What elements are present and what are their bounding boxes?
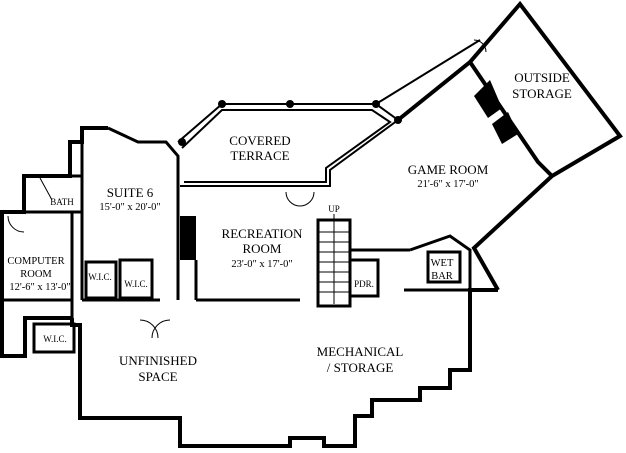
door-swings xyxy=(7,39,487,339)
room-labels: OUTSIDE STORAGE COVERED TERRACE GAME ROO… xyxy=(7,70,572,384)
outside-storage-label-2: STORAGE xyxy=(512,86,572,101)
recreation-room-label-2: ROOM xyxy=(242,241,281,256)
terrace-posts xyxy=(178,100,402,146)
wet-bar-label-2: BAR xyxy=(431,271,453,282)
game-room-walls xyxy=(396,0,623,291)
computer-room-label-1: COMPUTER xyxy=(7,256,64,267)
suite-6-size: 15'-0" x 20'-0" xyxy=(99,202,160,213)
interior-walls xyxy=(2,126,472,354)
unfinished-space-label-1: UNFINISHED xyxy=(119,353,197,368)
unfinished-space-label-2: SPACE xyxy=(138,369,177,384)
outer-walls xyxy=(0,126,498,448)
suite-6-label: SUITE 6 xyxy=(107,185,154,200)
computer-room-label-2: ROOM xyxy=(20,269,52,280)
terrace-outline xyxy=(177,39,481,187)
wic-suite-right-label: W.I.C. xyxy=(124,279,147,289)
recreation-room-size: 23'-0" x 17'-0" xyxy=(231,259,292,270)
stair-treads xyxy=(318,214,350,304)
game-room-label: GAME ROOM xyxy=(408,162,489,177)
pdr-label: PDR. xyxy=(354,279,374,289)
computer-room-size: 12'-6" x 13'-0" xyxy=(9,282,70,293)
outside-storage-label-1: OUTSIDE xyxy=(514,70,570,85)
covered-terrace-label-2: TERRACE xyxy=(230,148,289,163)
mechanical-storage-label-2: / STORAGE xyxy=(327,360,394,375)
wic-suite-left-label: W.I.C. xyxy=(88,272,111,282)
fireplace-marks xyxy=(180,80,518,260)
bath-label: BATH xyxy=(50,197,74,207)
covered-terrace-label-1: COVERED xyxy=(229,133,290,148)
wet-bar-label-1: WET xyxy=(431,258,454,269)
game-room-size: 21'-6" x 17'-0" xyxy=(417,179,478,190)
mechanical-storage-label-1: MECHANICAL xyxy=(317,344,404,359)
recreation-room-label-1: RECREATION xyxy=(222,226,304,241)
stair-up-label: UP xyxy=(328,204,340,214)
wic-computer-label: W.I.C. xyxy=(43,334,66,344)
